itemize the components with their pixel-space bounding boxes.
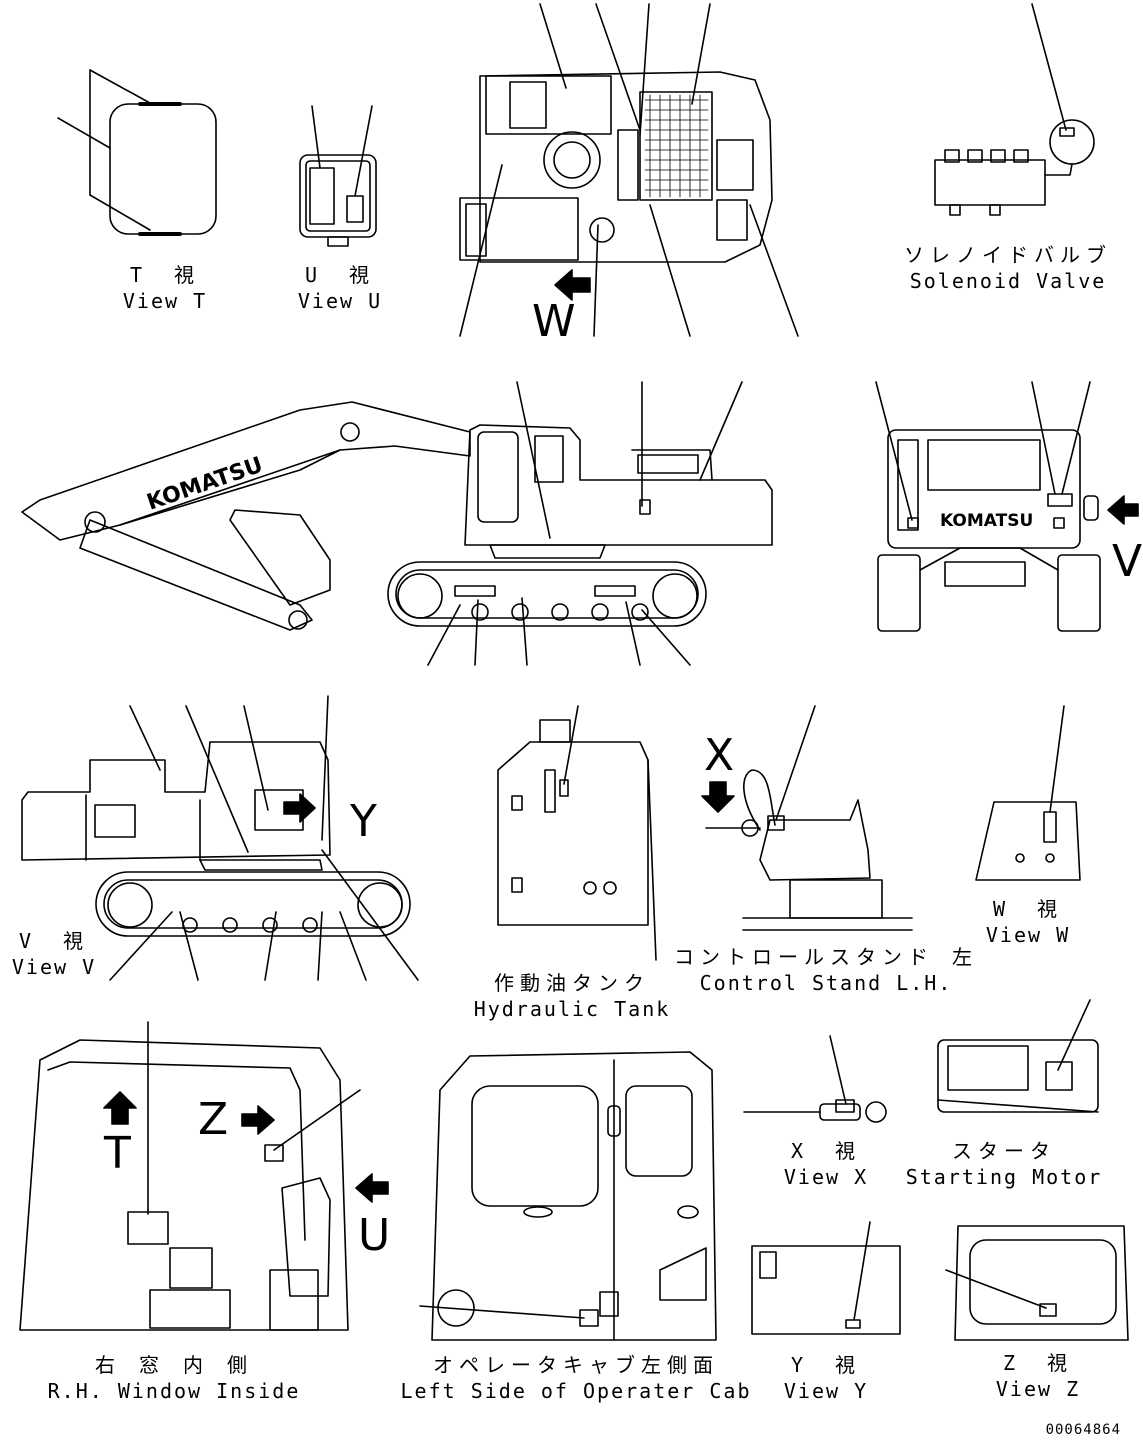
hydraulic-tank-drawing bbox=[497, 705, 657, 961]
view-letter-t: T bbox=[104, 1128, 131, 1179]
view-letter-w: W bbox=[532, 296, 576, 347]
hydraulic-tank-en: Hydraulic Tank bbox=[473, 997, 671, 1021]
rh-window-jp: 右 窓 内 側 bbox=[94, 1353, 254, 1377]
rh-window-label: 右 窓 内 側 R.H. Window Inside bbox=[48, 1352, 301, 1404]
starting-motor-en: Starting Motor bbox=[905, 1165, 1103, 1189]
view-v-jp: V 視 bbox=[18, 929, 90, 953]
rh-window-drawing bbox=[19, 1021, 389, 1331]
view-z-en: View Z bbox=[995, 1377, 1081, 1401]
view-z-panel bbox=[945, 1225, 1129, 1341]
solenoid-valve-label: ソレノイドバルブ Solenoid Valve bbox=[904, 242, 1112, 294]
excavator-side-view bbox=[21, 381, 773, 666]
view-w-jp: W 視 bbox=[992, 897, 1064, 921]
view-x-detail bbox=[743, 1035, 887, 1123]
boom-brand-text: KOMATSU bbox=[144, 453, 266, 516]
view-letter-x: X bbox=[704, 730, 735, 781]
starting-motor-label: スタータ Starting Motor bbox=[906, 1138, 1103, 1190]
view-y-label: Y 視 View Y bbox=[784, 1352, 868, 1404]
view-x-label: X 視 View X bbox=[784, 1138, 868, 1190]
view-y-en: View Y bbox=[783, 1379, 869, 1403]
operator-cab-drawing bbox=[419, 1051, 717, 1341]
view-u-panel bbox=[299, 105, 377, 247]
view-x-en: View X bbox=[783, 1165, 869, 1189]
rear-brand-text: KOMATSU bbox=[940, 511, 1033, 531]
excavator-rear-view bbox=[875, 381, 1139, 632]
view-y-jp: Y 視 bbox=[790, 1353, 862, 1377]
excavator-top-view bbox=[459, 3, 799, 337]
hydraulic-tank-label: 作動油タンク Hydraulic Tank bbox=[474, 970, 671, 1022]
view-letter-u: U bbox=[358, 1210, 391, 1261]
view-u-en: View U bbox=[297, 289, 383, 313]
view-t-en: View T bbox=[122, 289, 208, 313]
view-t-panel bbox=[57, 69, 217, 236]
solenoid-valve-jp: ソレノイドバルブ bbox=[904, 243, 1112, 267]
control-stand-drawing bbox=[701, 705, 913, 931]
excavator-view-v bbox=[21, 695, 419, 981]
operator-cab-label: オペレータキャブ左側面 Left Side of Operater Cab bbox=[400, 1352, 751, 1404]
view-u-jp: U 視 bbox=[304, 263, 376, 287]
operator-cab-en: Left Side of Operater Cab bbox=[400, 1379, 752, 1403]
part-number: 00064864 bbox=[1045, 1422, 1121, 1438]
view-t-jp: T 視 bbox=[129, 263, 201, 287]
view-x-jp: X 視 bbox=[790, 1139, 862, 1163]
solenoid-valve-en: Solenoid Valve bbox=[909, 269, 1107, 293]
view-z-jp: Z 視 bbox=[1002, 1351, 1074, 1375]
view-w-panel bbox=[975, 705, 1081, 881]
control-stand-jp: コントロールスタンド 左 bbox=[673, 945, 979, 969]
view-v-en: View V bbox=[11, 955, 97, 979]
starting-motor-drawing bbox=[937, 999, 1099, 1113]
view-u-label: U 視 View U bbox=[298, 262, 382, 314]
view-letter-y: Y bbox=[350, 796, 377, 847]
hydraulic-tank-jp: 作動油タンク bbox=[493, 971, 650, 995]
view-z-label: Z 視 View Z bbox=[996, 1350, 1080, 1402]
starting-motor-jp: スタータ bbox=[951, 1139, 1056, 1163]
view-y-panel bbox=[751, 1221, 901, 1335]
view-w-en: View W bbox=[985, 923, 1071, 947]
operator-cab-jp: オペレータキャブ左側面 bbox=[433, 1353, 719, 1377]
view-letter-z: Z bbox=[198, 1094, 229, 1145]
view-t-label: T 視 View T bbox=[123, 262, 207, 314]
view-letter-v: V bbox=[1112, 536, 1143, 587]
control-stand-en: Control Stand L.H. bbox=[699, 971, 953, 995]
view-v-label: V 視 View V bbox=[12, 928, 96, 980]
rh-window-en: R.H. Window Inside bbox=[47, 1379, 301, 1403]
control-stand-label: コントロールスタンド 左 Control Stand L.H. bbox=[674, 944, 978, 996]
solenoid-valve-drawing bbox=[934, 3, 1095, 216]
view-w-label: W 視 View W bbox=[986, 896, 1070, 948]
